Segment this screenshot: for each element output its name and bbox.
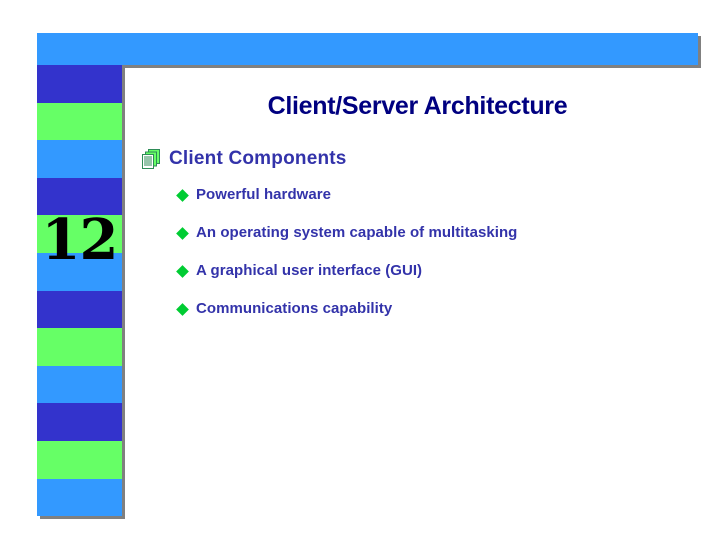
page-title: Client/Server Architecture (267, 92, 568, 120)
list-item: A graphical user interface (GUI) (176, 262, 698, 300)
list-item: An operating system capable of multitask… (176, 224, 698, 262)
level1-heading-label: Client Components (169, 148, 347, 169)
list-item-label: An operating system capable of multitask… (196, 224, 518, 241)
sidebar-stripe (37, 215, 122, 253)
sidebar-stripe (37, 177, 122, 216)
sidebar-stripe (37, 65, 122, 103)
level1-heading-row: Client Components (142, 148, 347, 170)
sidebar-stripe (37, 290, 122, 329)
sidebar-stripe (37, 478, 122, 516)
document-stack-icon (142, 148, 161, 170)
sidebar-stripe (37, 328, 122, 366)
sidebar-stripe (37, 252, 122, 291)
list-item: Powerful hardware (176, 186, 698, 224)
diamond-bullet-icon (176, 227, 189, 240)
sidebar-stripe (37, 102, 122, 141)
sidebar-stripe (37, 365, 122, 404)
diamond-bullet-icon (176, 189, 189, 202)
list-item-label: Communications capability (196, 300, 393, 317)
sidebar-stripe-column (37, 65, 122, 516)
bullet-list: Powerful hardware An operating system ca… (176, 186, 698, 338)
list-item-label: Powerful hardware (196, 186, 332, 203)
sidebar-stripe (37, 403, 122, 441)
page-number: 12 (41, 207, 119, 273)
top-banner (37, 33, 698, 65)
sidebar-stripe (37, 440, 122, 479)
list-item: Communications capability (176, 300, 698, 338)
slide-content-area: Client/Server Architecture Client Co (130, 70, 705, 510)
diamond-bullet-icon (176, 303, 189, 316)
diamond-bullet-icon (176, 265, 189, 278)
sidebar-stripe (37, 140, 122, 178)
list-item-label: A graphical user interface (GUI) (196, 262, 423, 279)
